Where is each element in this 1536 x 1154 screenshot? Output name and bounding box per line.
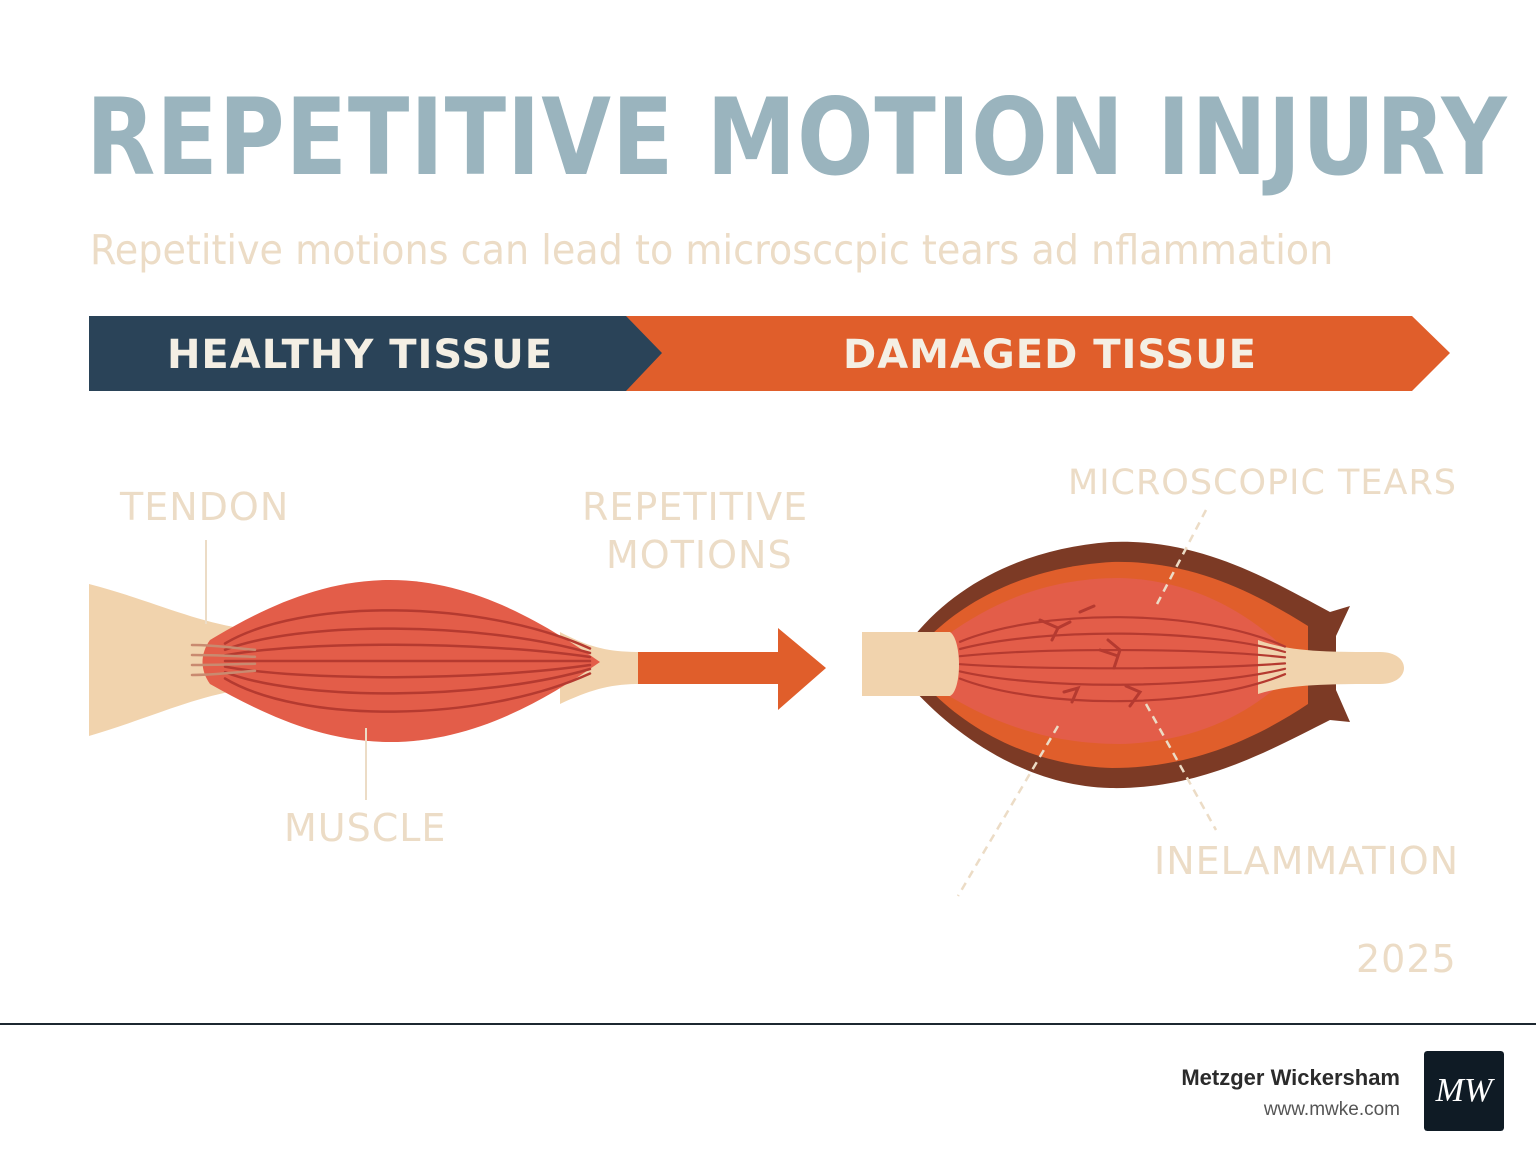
damaged-muscle-fibers xyxy=(958,616,1287,703)
damaged-tissue-label: DAMAGED TISSUE xyxy=(843,332,1257,378)
tear-mark xyxy=(1062,685,1081,704)
inflammation-leader-line xyxy=(1144,703,1218,831)
healthy-tendon-left xyxy=(89,584,240,736)
tissue-banner xyxy=(89,316,1450,391)
muscle-fiber xyxy=(223,667,592,695)
footer-divider xyxy=(0,1023,1536,1025)
damaged-fiber xyxy=(958,632,1287,654)
tears-leader-line xyxy=(1154,509,1208,607)
right-arrow-icon xyxy=(638,628,826,710)
microscopic-tears-label: MICROSCOPIC TEARS xyxy=(1068,463,1457,503)
inflammation-label: INELAMMATION xyxy=(1154,839,1460,883)
damaged-fiber xyxy=(958,616,1287,648)
damaged-fiber xyxy=(958,667,1287,686)
healthy-tissue-label: HEALTHY TISSUE xyxy=(166,332,554,378)
repetitive-motions-label-line2: MOTIONS xyxy=(606,533,793,577)
tendon-label: TENDON xyxy=(120,485,290,529)
inflammation-leader-line-lower xyxy=(956,725,1060,897)
tendon-fiber xyxy=(190,643,257,652)
brand-name: Metzger Wickersham xyxy=(1181,1065,1400,1090)
repetitive-motions-label-line1: REPETITIVE xyxy=(582,485,809,529)
microscopic-tear-marks xyxy=(1038,604,1143,708)
damaged-tendon-left xyxy=(862,632,959,696)
muscle-fiber xyxy=(223,663,592,679)
page-title: REPETITIVE MOTION INJURY xyxy=(86,76,1508,199)
year-label: 2025 xyxy=(1356,937,1457,981)
muscle-label: MUSCLE xyxy=(284,806,447,850)
tear-mark xyxy=(1098,638,1122,670)
healthy-muscle-fibers xyxy=(223,609,592,713)
muscle-fiber xyxy=(223,609,592,650)
tear-mark xyxy=(1038,618,1072,642)
damaged-tissue-banner xyxy=(620,316,1450,391)
tear-mark xyxy=(1124,684,1143,708)
damaged-fiber xyxy=(958,673,1287,703)
brand-url-link[interactable]: www.mwke.com xyxy=(1263,1099,1400,1120)
tear-mark xyxy=(1078,604,1096,614)
healthy-tissue-banner xyxy=(89,316,662,391)
damaged-muscle-illustration xyxy=(862,509,1404,897)
muscle-fiber xyxy=(223,627,592,655)
tendon-fiber xyxy=(190,653,257,659)
subtitle: Repetitive motions can lead to microsccp… xyxy=(90,226,1334,274)
svg-text:MW: MW xyxy=(1435,1072,1495,1109)
damaged-fiber xyxy=(958,662,1287,670)
healthy-muscle-illustration xyxy=(89,540,640,800)
tendon-fibers xyxy=(190,643,257,677)
tendon-fiber xyxy=(190,669,257,677)
damaged-tendon-right xyxy=(1258,640,1404,694)
muscle-fiber xyxy=(223,643,592,659)
muscle-fiber xyxy=(223,672,592,713)
mw-monogram-icon[interactable]: MW xyxy=(1424,1051,1504,1131)
tendon-fiber xyxy=(190,662,257,667)
